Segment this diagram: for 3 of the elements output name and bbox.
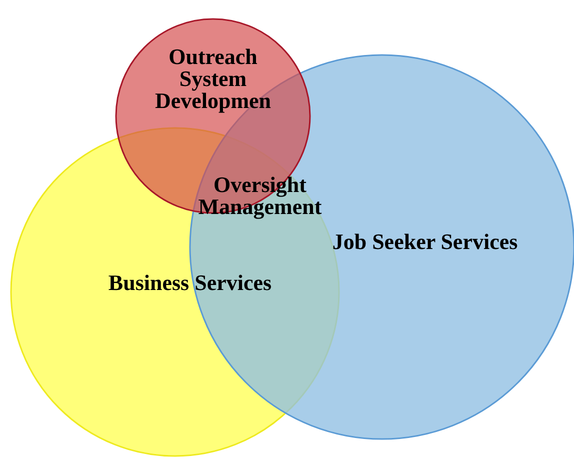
circle-label: Job Seeker Services bbox=[331, 231, 519, 253]
circle-label: Outreach System Developmen bbox=[154, 46, 272, 112]
circle-label: Business Services bbox=[107, 272, 273, 294]
